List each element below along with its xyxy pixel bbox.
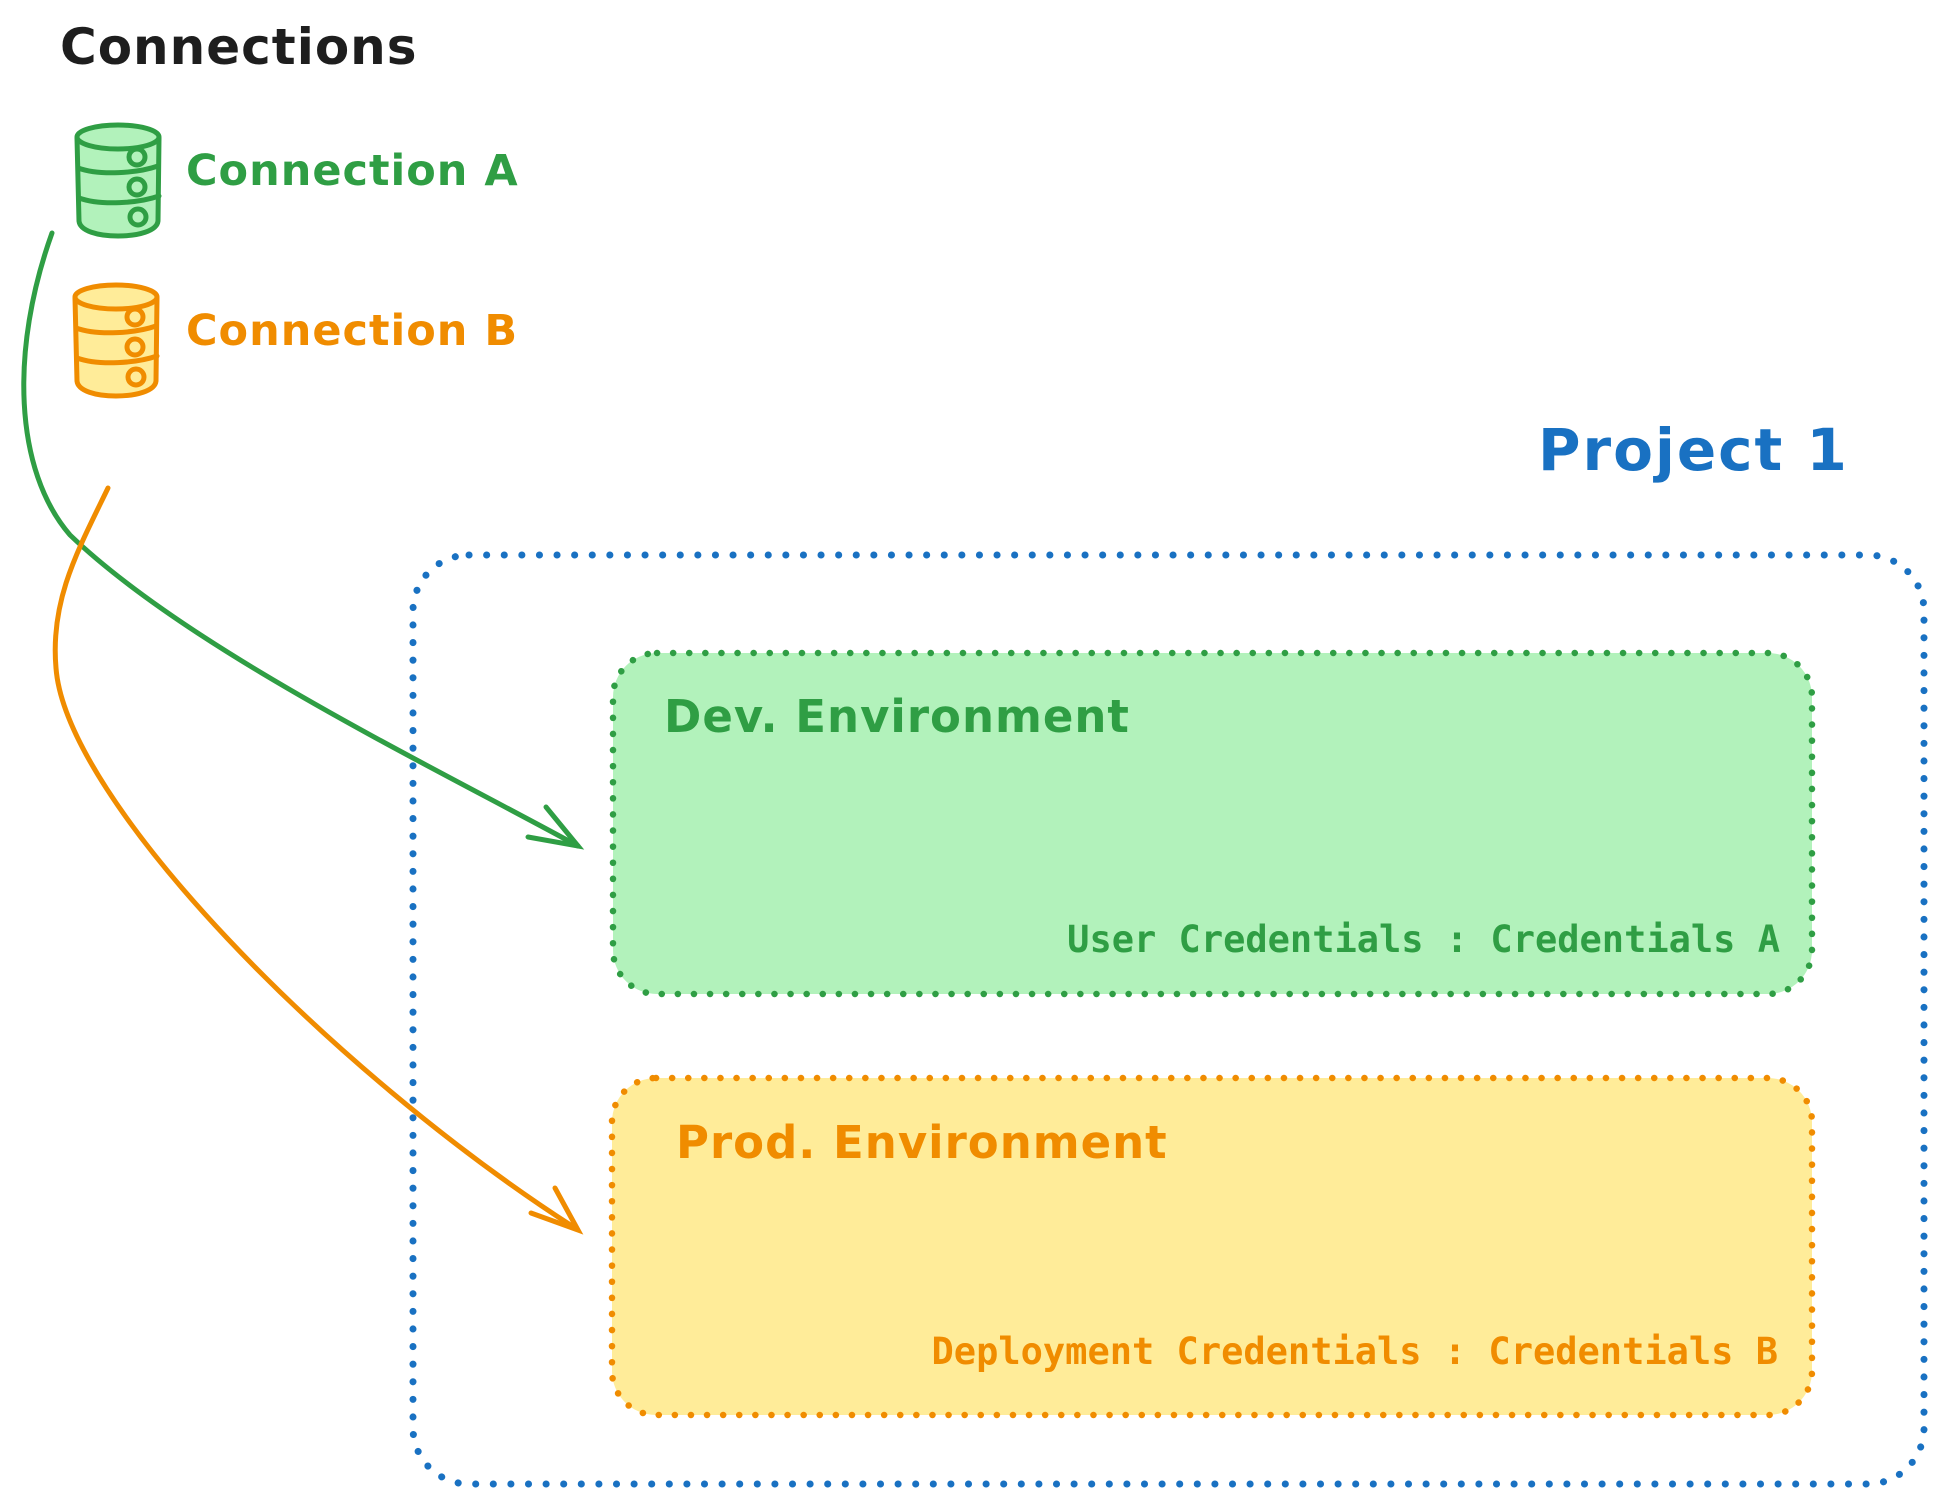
- diagram-title: Connections: [60, 18, 418, 76]
- dev-environment-box: [609, 649, 1816, 998]
- dev-credentials-text: User Credentials : Credentials A: [1067, 918, 1780, 961]
- dev-environment-title: Dev. Environment: [664, 690, 1130, 743]
- prod-credentials-text: Deployment Credentials : Credentials B: [931, 1330, 1778, 1373]
- arrow-connection-b-to-prod: [52, 485, 584, 1235]
- prod-environment-box: [608, 1074, 1816, 1419]
- prod-environment-title: Prod. Environment: [676, 1116, 1168, 1169]
- arrow-connection-a-to-dev: [21, 230, 585, 850]
- connection-a-label: Connection A: [186, 146, 519, 196]
- database-icon: [72, 282, 160, 399]
- connection-b-label: Connection B: [186, 306, 519, 356]
- project-1-label: Project 1: [1538, 416, 1849, 484]
- database-icon: [74, 122, 162, 239]
